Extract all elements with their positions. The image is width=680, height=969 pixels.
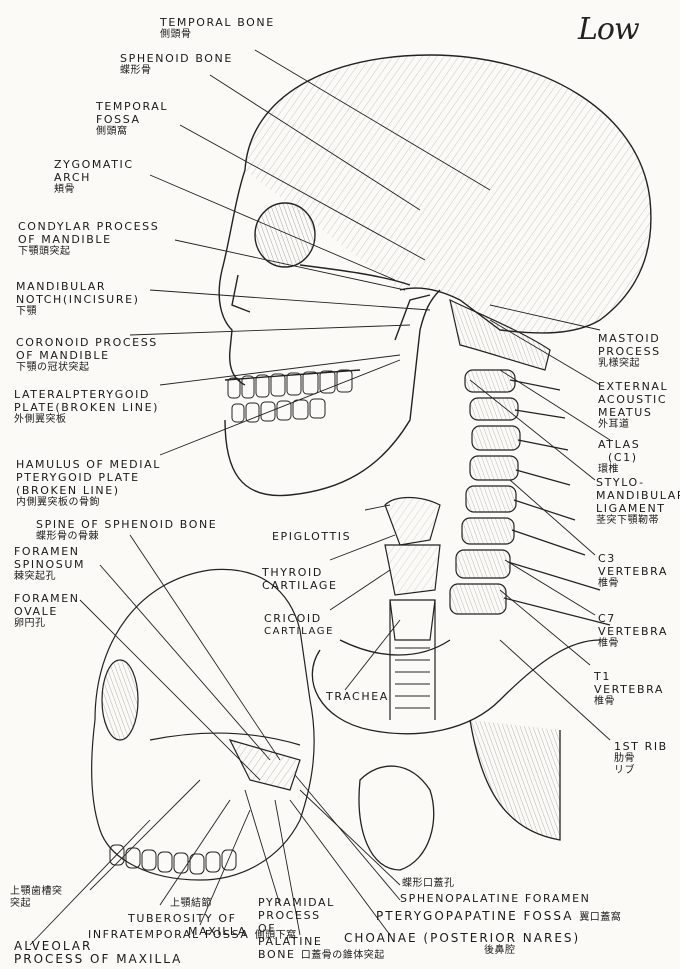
label-spine-of-sphenoid: SPINE OF SPHENOID BONE 蝶形骨の骨棘	[36, 518, 218, 542]
label-atlas: ATLAS (C1) 環椎	[598, 438, 641, 475]
label-thyroid-cartilage: THYROID CARTILAGE	[262, 566, 338, 592]
label-epiglottis: EPIGLOTTIS	[272, 530, 352, 543]
lower-skull	[91, 568, 315, 881]
label-lateral-pterygoid-plate: LATERALPTERYGOID PLATE(BROKEN LINE) 外側翼突…	[14, 388, 160, 425]
artist-signature: Low	[578, 12, 640, 47]
label-sphenoid-bone: SPHENOID BONE 蝶形骨	[120, 52, 233, 76]
label-cricoid-cartilage: CRICOID CARTILAGE	[264, 612, 335, 637]
label-stylomandibular-ligament: STYLO- MANDIBULAR LIGAMENT 茎突下顎靭帯	[596, 476, 680, 526]
label-hamulus: HAMULUS OF MEDIAL PTERYGOID PLATE (BROKE…	[16, 458, 161, 508]
label-pyramidal-process: PYRAMIDAL PROCESS OF PALATINE BONE 口蓋骨の錐…	[258, 896, 385, 961]
label-trachea: TRACHEA	[326, 690, 389, 703]
rib-clavicle	[311, 639, 601, 871]
label-temporal-bone: TEMPORAL BONE 側頭骨	[160, 16, 275, 40]
label-c7-vertebra: C7 VERTEBRA 椎骨	[598, 612, 669, 649]
label-sphenopalatine-jp: 蝶形口蓋孔	[402, 878, 455, 889]
label-alveolar-jp: 上顎歯槽突 突起	[10, 886, 63, 909]
label-c3-vertebra: C3 VERTEBRA 椎骨	[598, 552, 669, 589]
label-maxilla-jp: 上顎結節	[170, 898, 212, 909]
cervical-spine	[449, 298, 611, 626]
label-mandibular-notch: MANDIBULAR NOTCH(INCISURE) 下顎	[16, 280, 140, 317]
label-sphenopalatine-foramen: SPHENOPALATINE FORAMEN	[400, 892, 591, 905]
label-tuberosity-of-maxilla: TUBEROSITY OF MAXILLA	[128, 912, 248, 938]
label-external-acoustic-meatus: EXTERNAL ACOUSTIC MEATUS 外耳道	[598, 380, 669, 430]
label-foramen-ovale: FORAMEN OVALE 卵円孔	[14, 592, 80, 629]
label-choanae: CHOANAE (POSTERIOR NARES) 後鼻腔	[344, 931, 581, 957]
label-temporal-fossa: TEMPORAL FOSSA 側頭窩	[96, 100, 169, 137]
label-zygomatic-arch: ZYGOMATIC ARCH 頬骨	[54, 158, 134, 195]
label-coronoid-process: CORONOID PROCESS OF MANDIBLE 下顎の冠状突起	[16, 336, 158, 373]
main-skull	[218, 54, 652, 497]
label-foramen-spinosum: FORAMEN SPINOSUM 棘突起孔	[14, 545, 86, 582]
larynx-trachea	[384, 496, 441, 720]
label-condylar-process: CONDYLAR PROCESS OF MANDIBLE 下顎頭突起	[18, 220, 160, 257]
label-pterygopalatine-fossa: PTERYGOPAPATINE FOSSA 翼口蓋窩	[376, 909, 622, 924]
label-t1-vertebra: T1 VERTEBRA 椎骨	[594, 670, 665, 707]
label-alveolar-process: ALVEOLAR PROCESS OF MAXILLA	[14, 939, 183, 966]
leader-lines	[29, 49, 611, 946]
label-mastoid-process: MASTOID PROCESS 乳様突起	[598, 332, 661, 369]
label-first-rib: 1ST RIB 肋骨 リブ	[614, 740, 668, 776]
label-infratemporal-fossa: INFRATEMPORAL FOSSA 側頭下窩	[88, 928, 297, 941]
